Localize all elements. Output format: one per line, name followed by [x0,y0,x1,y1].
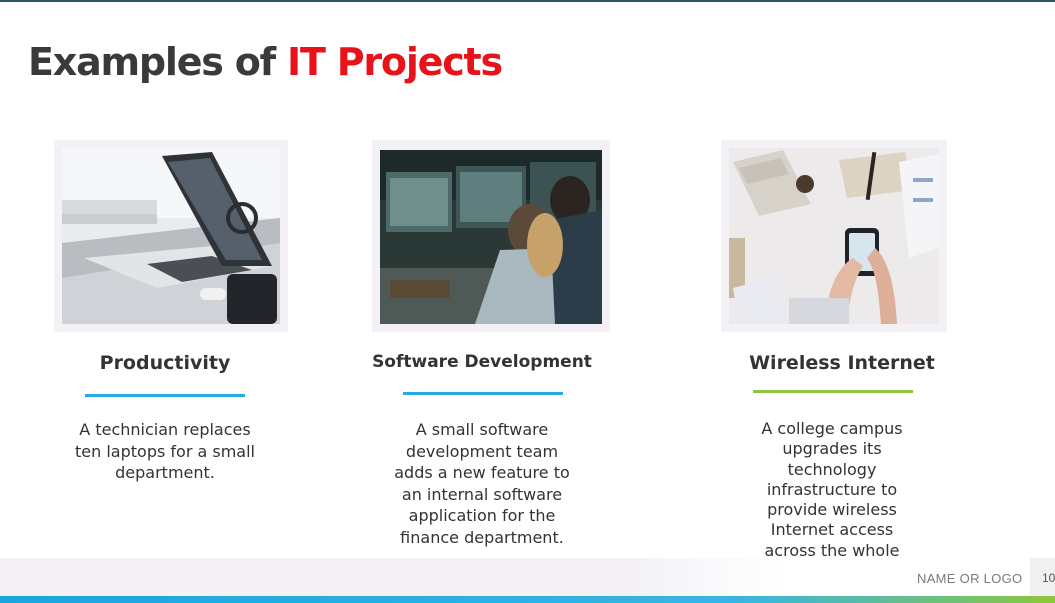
wireless-description: A college campus upgrades its technology… [761,419,903,580]
footer-logo-text: NAME OR LOGO [917,571,1023,586]
footer-band [0,558,1055,596]
page-number-box [1030,558,1055,596]
bottom-accent-bar [0,596,1055,603]
productivity-description: A technician replaces ten laptops for a … [75,420,255,482]
productivity-heading: Productivity [99,352,231,374]
software-heading: Software Development [372,352,592,372]
slide-title: Examples of IT Projects [28,40,503,84]
phone-desk-photo [729,148,939,324]
title-main: Examples of [28,40,288,84]
laptop-photo [62,148,280,324]
software-underline [403,392,563,395]
title-accent: IT Projects [287,40,503,84]
software-description: A small software development team adds a… [394,420,570,547]
wireless-underline [753,390,913,393]
top-border-line [0,0,1055,2]
page-number: 10 [1042,571,1055,585]
bottom-accent-green [1030,596,1055,603]
developers-photo [380,150,602,324]
productivity-underline [85,394,245,397]
wireless-heading: Wireless Internet [749,352,935,374]
